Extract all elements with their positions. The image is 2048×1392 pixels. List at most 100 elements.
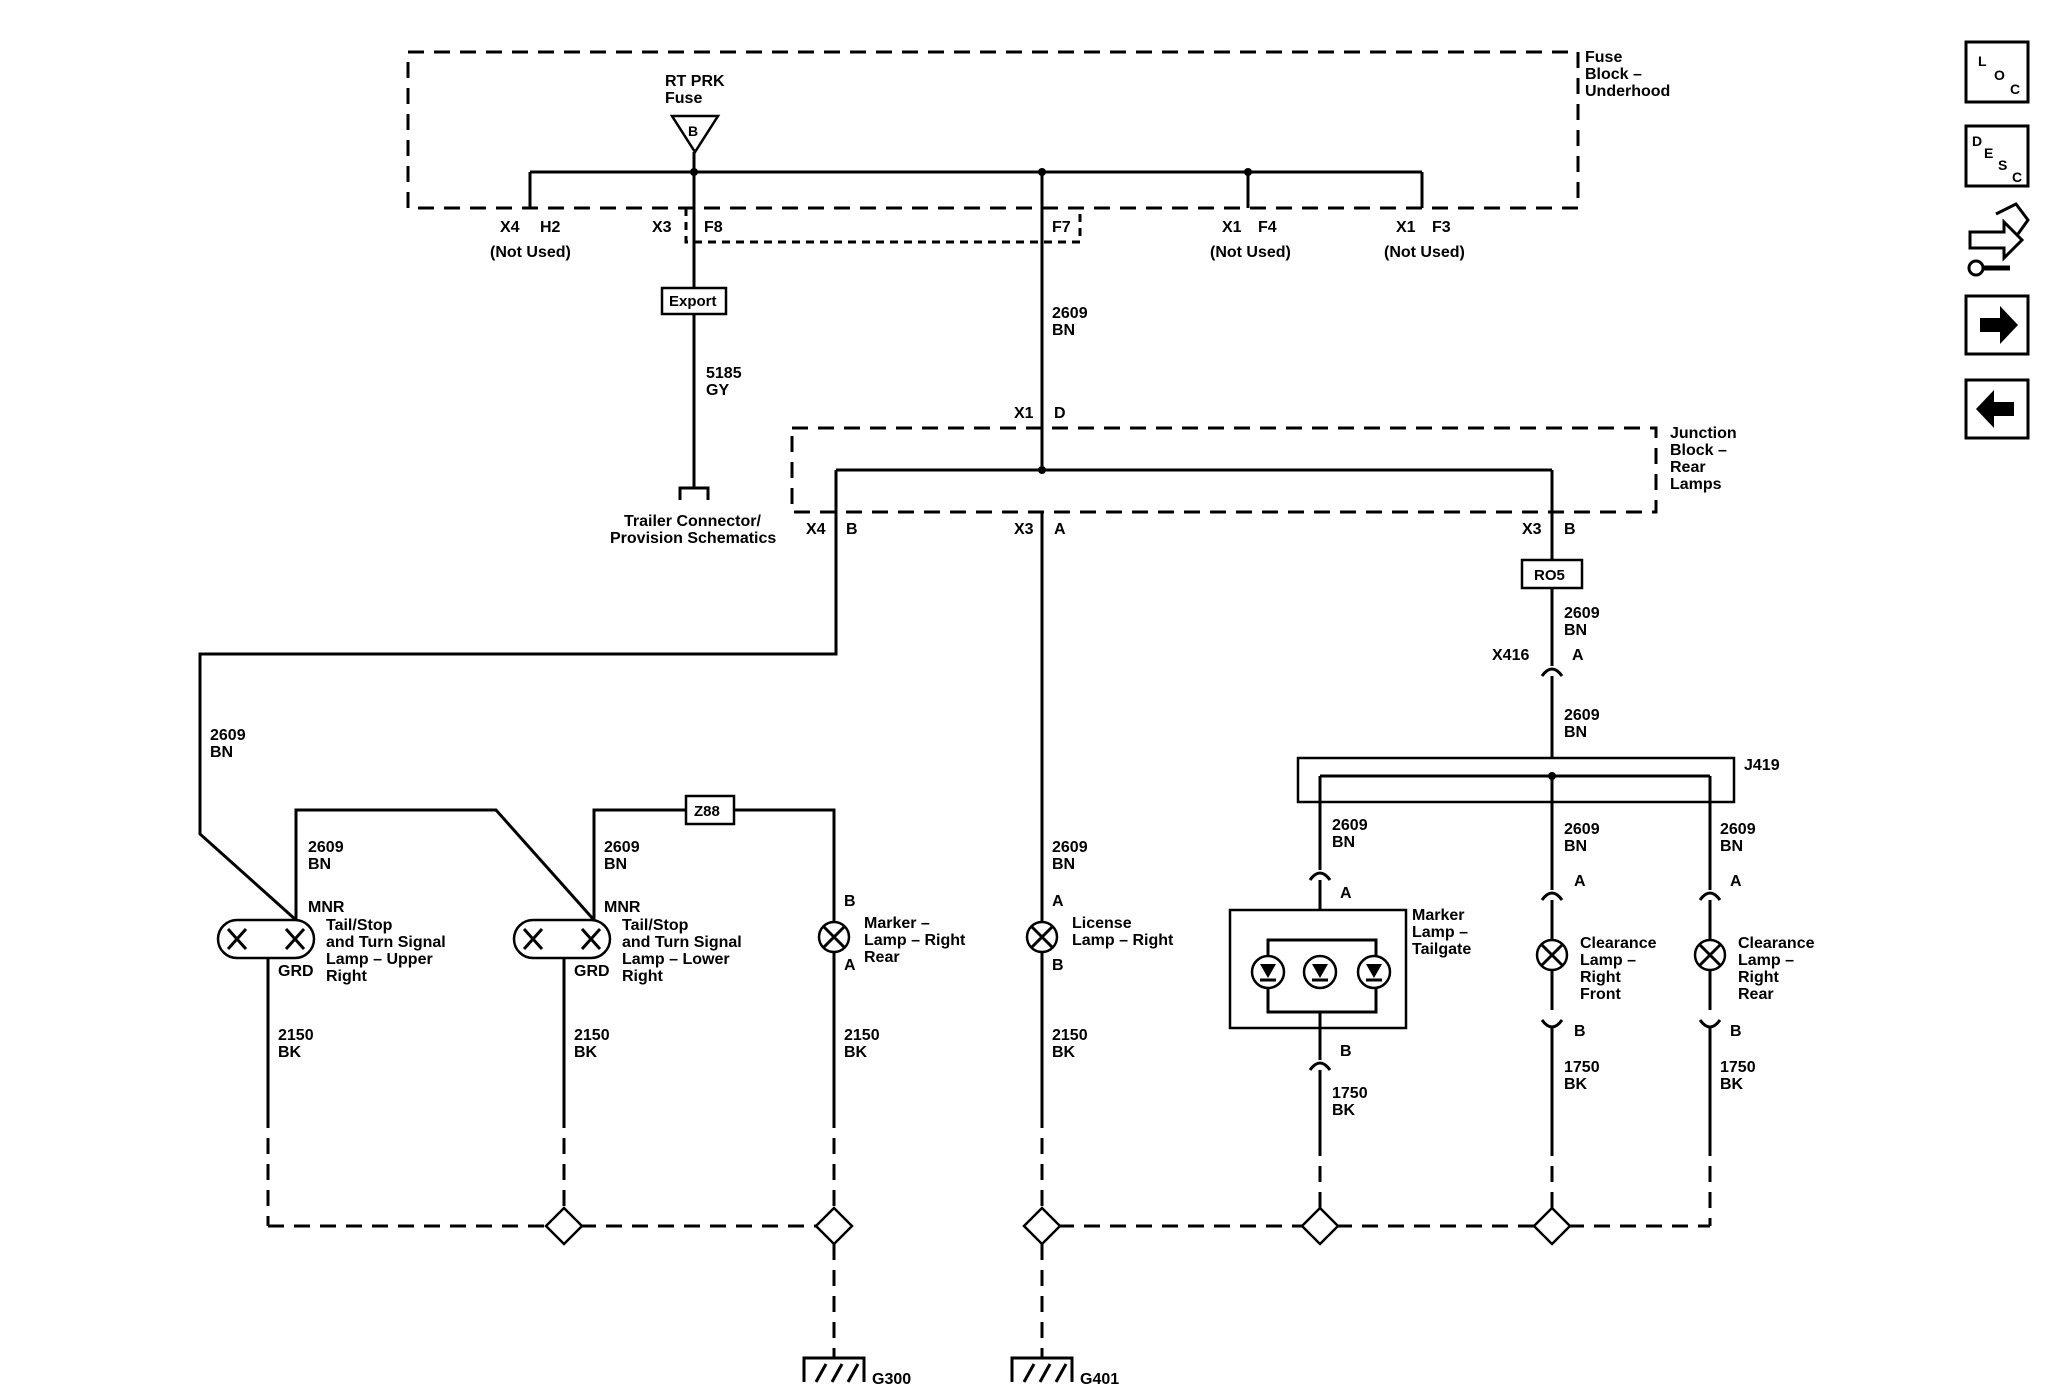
rt-prk-fuse: RT PRK Fuse B: [665, 73, 725, 172]
clear-rear-wire-num: 2609: [1720, 821, 1756, 838]
tools-icon: [1967, 202, 2030, 277]
main-feed-num: 2609: [1052, 305, 1088, 322]
marker-rear-label-1: Marker –: [864, 915, 930, 932]
ground-bus: [268, 1206, 1710, 1358]
upper-label-3: Lamp – Upper: [326, 951, 433, 968]
svg-text:L: L: [1978, 53, 1987, 69]
jb-label-1: Junction: [1670, 425, 1737, 442]
arrow-left-icon: [1976, 390, 2014, 428]
clear-rear-label-4: Rear: [1738, 986, 1774, 1003]
marker-rear-label-3: Rear: [864, 949, 900, 966]
not-used-f4: (Not Used): [1210, 244, 1291, 261]
upper-label-1: Tail/Stop: [326, 917, 393, 934]
jb-pin-b1: B: [846, 521, 858, 538]
description-icon: D E S C: [1972, 133, 2022, 185]
ro5-wire-b-color: BN: [1564, 724, 1587, 741]
clear-front-label-3: Right: [1580, 969, 1622, 986]
rt-prk-fuse-label-2: Fuse: [665, 90, 702, 107]
ro5-wire-a-num: 2609: [1564, 605, 1600, 622]
tailgate-gnd-num: 1750: [1332, 1085, 1368, 1102]
left-feed-num: 2609: [210, 727, 246, 744]
wire-5185-color: GY: [706, 382, 729, 399]
tailgate-wire-color: BN: [1332, 834, 1355, 851]
lower-label-1: Tail/Stop: [622, 917, 689, 934]
lower-gnd-color: BK: [574, 1044, 598, 1061]
license-pin-top: A: [1052, 893, 1064, 910]
tailgate-label-1: Marker: [1412, 907, 1464, 924]
splice-diamond: [1300, 1206, 1340, 1246]
license-lamp-right: 2609 BN A B License Lamp – Right 2150 BK: [1025, 512, 1174, 1226]
license-wire-num: 2609: [1052, 839, 1088, 856]
upper-mnr: MNR: [308, 899, 345, 916]
not-used-h2: (Not Used): [490, 244, 571, 261]
lower-wire-color: BN: [604, 856, 627, 873]
arrow-right-icon: [1980, 306, 2018, 344]
pin-f7: F7: [1052, 219, 1071, 236]
svg-text:C: C: [2010, 81, 2020, 97]
license-label-2: Lamp – Right: [1072, 932, 1174, 949]
splice-diamond: [544, 1206, 584, 1246]
g300-label: G300: [872, 1371, 911, 1388]
clear-front-label-2: Lamp –: [1580, 952, 1636, 969]
g401-label: G401: [1080, 1371, 1119, 1388]
fuse-block-label-1: Fuse: [1585, 49, 1622, 66]
fuse-block-label-2: Block –: [1585, 66, 1642, 83]
jb-label-2: Block –: [1670, 442, 1727, 459]
upper-gnd-num: 2150: [278, 1027, 314, 1044]
right-branch: RO5 2609 BN X416 A 2609 BN J419: [1296, 512, 1780, 890]
trailer-connector-symbol: [678, 486, 710, 500]
svg-text:S: S: [1998, 157, 2007, 173]
clear-front-label-1: Clearance: [1580, 935, 1657, 952]
clear-front-gnd-num: 1750: [1564, 1059, 1600, 1076]
jb-pin-x4: X4: [806, 521, 826, 538]
license-gnd-color: BK: [1052, 1044, 1076, 1061]
upper-gnd-color: BK: [278, 1044, 302, 1061]
fuse-connector-link: [684, 208, 1082, 244]
desc-button[interactable]: D E S C: [1964, 124, 2030, 188]
marker-rear-pin-bot: A: [844, 957, 856, 974]
x416-name: X416: [1492, 647, 1529, 664]
clear-rear-pin-bot: B: [1730, 1023, 1742, 1040]
tailgate-gnd-color: BK: [1332, 1102, 1356, 1119]
upper-label-2: and Turn Signal: [326, 934, 446, 951]
marker-rear-pin-top: B: [844, 893, 856, 910]
ro5-wire-a-color: BN: [1564, 622, 1587, 639]
tools-button[interactable]: [1967, 202, 2030, 277]
clear-front-wire-num: 2609: [1564, 821, 1600, 838]
splice-diamond: [814, 1206, 854, 1246]
x416-connector: [1540, 667, 1564, 677]
clear-rear-label-1: Clearance: [1738, 935, 1815, 952]
loc-button[interactable]: L O C: [1964, 40, 2030, 104]
rt-prk-fuse-pin: B: [688, 123, 698, 139]
jb-label-4: Lamps: [1670, 476, 1722, 493]
pin-f3: F3: [1432, 219, 1451, 236]
clear-rear-gnd-color: BK: [1720, 1076, 1744, 1093]
export-label: Export: [669, 293, 717, 310]
clear-front-label-4: Front: [1580, 986, 1622, 1003]
wire-5185-num: 5185: [706, 365, 742, 382]
license-gnd-num: 2150: [1052, 1027, 1088, 1044]
marker-rear-label-2: Lamp – Right: [864, 932, 966, 949]
clear-rear-label-3: Right: [1738, 969, 1780, 986]
trailer-label-1: Trailer Connector/: [624, 513, 761, 530]
previous-page-button[interactable]: [1964, 378, 2030, 440]
svg-text:E: E: [1984, 145, 1993, 161]
license-label-1: License: [1072, 915, 1132, 932]
pin-x1-f3: X1: [1396, 219, 1416, 236]
pin-f4: F4: [1258, 219, 1277, 236]
tailgate-pin-top: A: [1340, 885, 1352, 902]
jb-pin-d: D: [1054, 405, 1066, 422]
ground-g300: G300: [802, 1356, 911, 1388]
j419-splice-box: [1296, 756, 1736, 804]
jb-pin-x3b: X3: [1522, 521, 1542, 538]
upper-grd: GRD: [278, 963, 314, 980]
left-feed-color: BN: [210, 744, 233, 761]
pin-x1-f4: X1: [1222, 219, 1242, 236]
marker-lamp-tailgate: 2609 BN A Marker Lamp – Tailgate B 1750 …: [1228, 817, 1471, 1226]
fuse-block-underhood: Fuse Block – Underhood RT PRK Fuse B X4 …: [406, 49, 1670, 261]
clear-rear-label-2: Lamp –: [1738, 952, 1794, 969]
svg-text:D: D: [1972, 133, 1982, 149]
next-page-button[interactable]: [1964, 294, 2030, 356]
